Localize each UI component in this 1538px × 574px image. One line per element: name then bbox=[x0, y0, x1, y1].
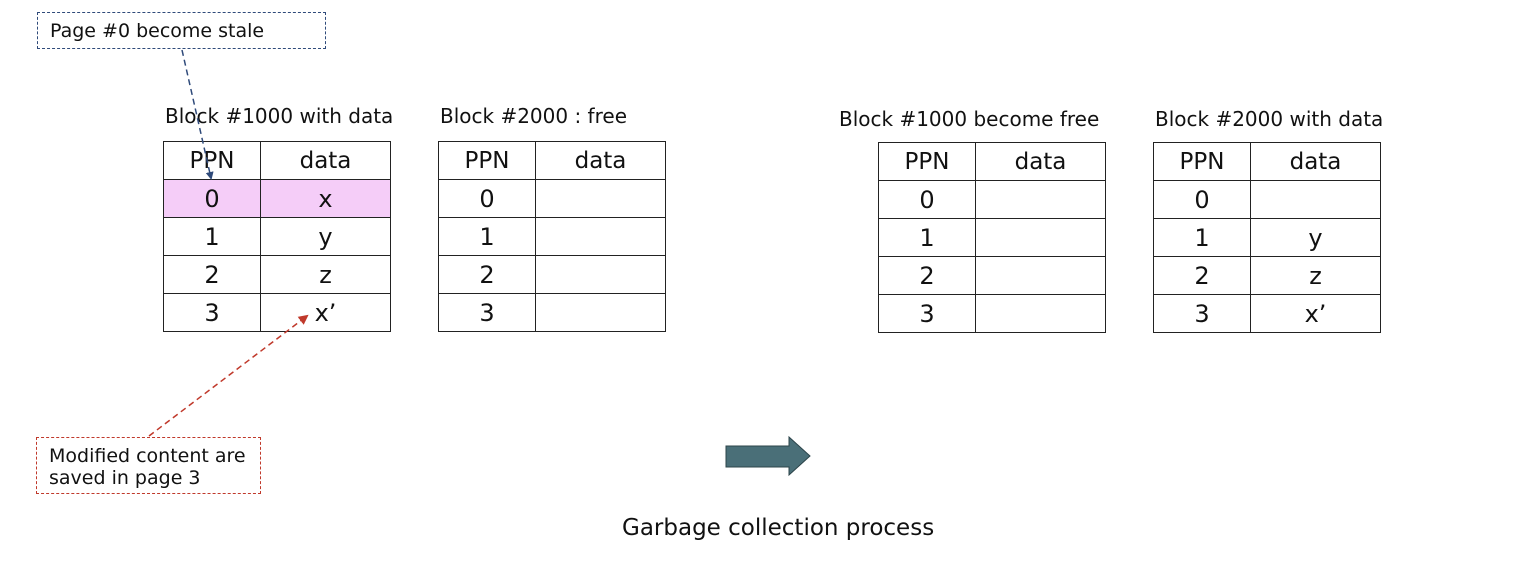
ppn-cell: 3 bbox=[438, 293, 536, 332]
block2000-before-caption: Block #2000 : free bbox=[440, 104, 627, 128]
table-row: 1 y bbox=[1153, 218, 1381, 257]
data-cell: y bbox=[1250, 218, 1381, 257]
ppn-cell: 0 bbox=[878, 180, 976, 219]
data-cell: z bbox=[1250, 256, 1381, 295]
block2000-before-table: PPN data 0 1 2 3 bbox=[438, 141, 666, 332]
modified-content-callout: Modified content are saved in page 3 bbox=[36, 437, 261, 494]
table-row: 2 z bbox=[1153, 256, 1381, 295]
process-arrow-icon bbox=[725, 435, 811, 477]
block1000-after-caption: Block #1000 become free bbox=[839, 107, 1100, 131]
data-cell bbox=[535, 293, 666, 332]
ppn-cell: 1 bbox=[163, 217, 261, 256]
ppn-cell: 1 bbox=[438, 217, 536, 256]
diagram-caption: Garbage collection process bbox=[622, 515, 935, 541]
ppn-cell: 1 bbox=[1153, 218, 1251, 257]
block2000-after-caption: Block #2000 with data bbox=[1155, 107, 1384, 131]
table-row: 3 x’ bbox=[163, 293, 391, 332]
ppn-header: PPN bbox=[878, 142, 976, 181]
block2000-after-table: PPN data 0 1 y 2 z 3 x’ bbox=[1153, 142, 1381, 333]
table-row: 0 bbox=[878, 180, 1106, 219]
table-row: 0 bbox=[438, 179, 666, 218]
stale-page-callout: Page #0 become stale bbox=[37, 12, 326, 49]
data-cell bbox=[535, 255, 666, 294]
table-row: 2 bbox=[438, 255, 666, 294]
ppn-cell: 3 bbox=[163, 293, 261, 332]
table-row: 1 bbox=[438, 217, 666, 256]
block1000-after-table: PPN data 0 1 2 3 bbox=[878, 142, 1106, 333]
block1000-before-caption: Block #1000 with data bbox=[165, 104, 394, 128]
table-header-row: PPN data bbox=[438, 141, 666, 180]
ppn-cell: 0 bbox=[163, 179, 261, 218]
modified-content-callout-line1: Modified content are bbox=[49, 445, 246, 467]
table-row: 2 z bbox=[163, 255, 391, 294]
ppn-cell: 3 bbox=[878, 294, 976, 333]
modified-content-callout-line2: saved in page 3 bbox=[49, 467, 201, 489]
data-cell bbox=[975, 180, 1106, 219]
data-cell: x’ bbox=[1250, 294, 1381, 333]
ppn-cell: 2 bbox=[1153, 256, 1251, 295]
data-cell bbox=[975, 294, 1106, 333]
data-cell: x bbox=[260, 179, 391, 218]
modified-pointer-arrow bbox=[148, 314, 309, 437]
data-cell bbox=[1250, 180, 1381, 219]
data-header: data bbox=[260, 141, 391, 180]
ppn-cell: 3 bbox=[1153, 294, 1251, 333]
stale-page-row: 0 x bbox=[163, 179, 391, 218]
ppn-header: PPN bbox=[1153, 142, 1251, 181]
table-row: 1 y bbox=[163, 217, 391, 256]
data-cell: z bbox=[260, 255, 391, 294]
table-row: 3 x’ bbox=[1153, 294, 1381, 333]
data-header: data bbox=[535, 141, 666, 180]
table-header-row: PPN data bbox=[878, 142, 1106, 181]
data-cell bbox=[535, 217, 666, 256]
table-row: 0 bbox=[1153, 180, 1381, 219]
data-cell: x’ bbox=[260, 293, 391, 332]
data-header: data bbox=[1250, 142, 1381, 181]
table-row: 3 bbox=[438, 293, 666, 332]
table-row: 3 bbox=[878, 294, 1106, 333]
stale-page-callout-text: Page #0 become stale bbox=[50, 20, 265, 42]
stale-pointer-arrow bbox=[181, 49, 214, 180]
data-cell: y bbox=[260, 217, 391, 256]
table-header-row: PPN data bbox=[1153, 142, 1381, 181]
ppn-cell: 2 bbox=[438, 255, 536, 294]
